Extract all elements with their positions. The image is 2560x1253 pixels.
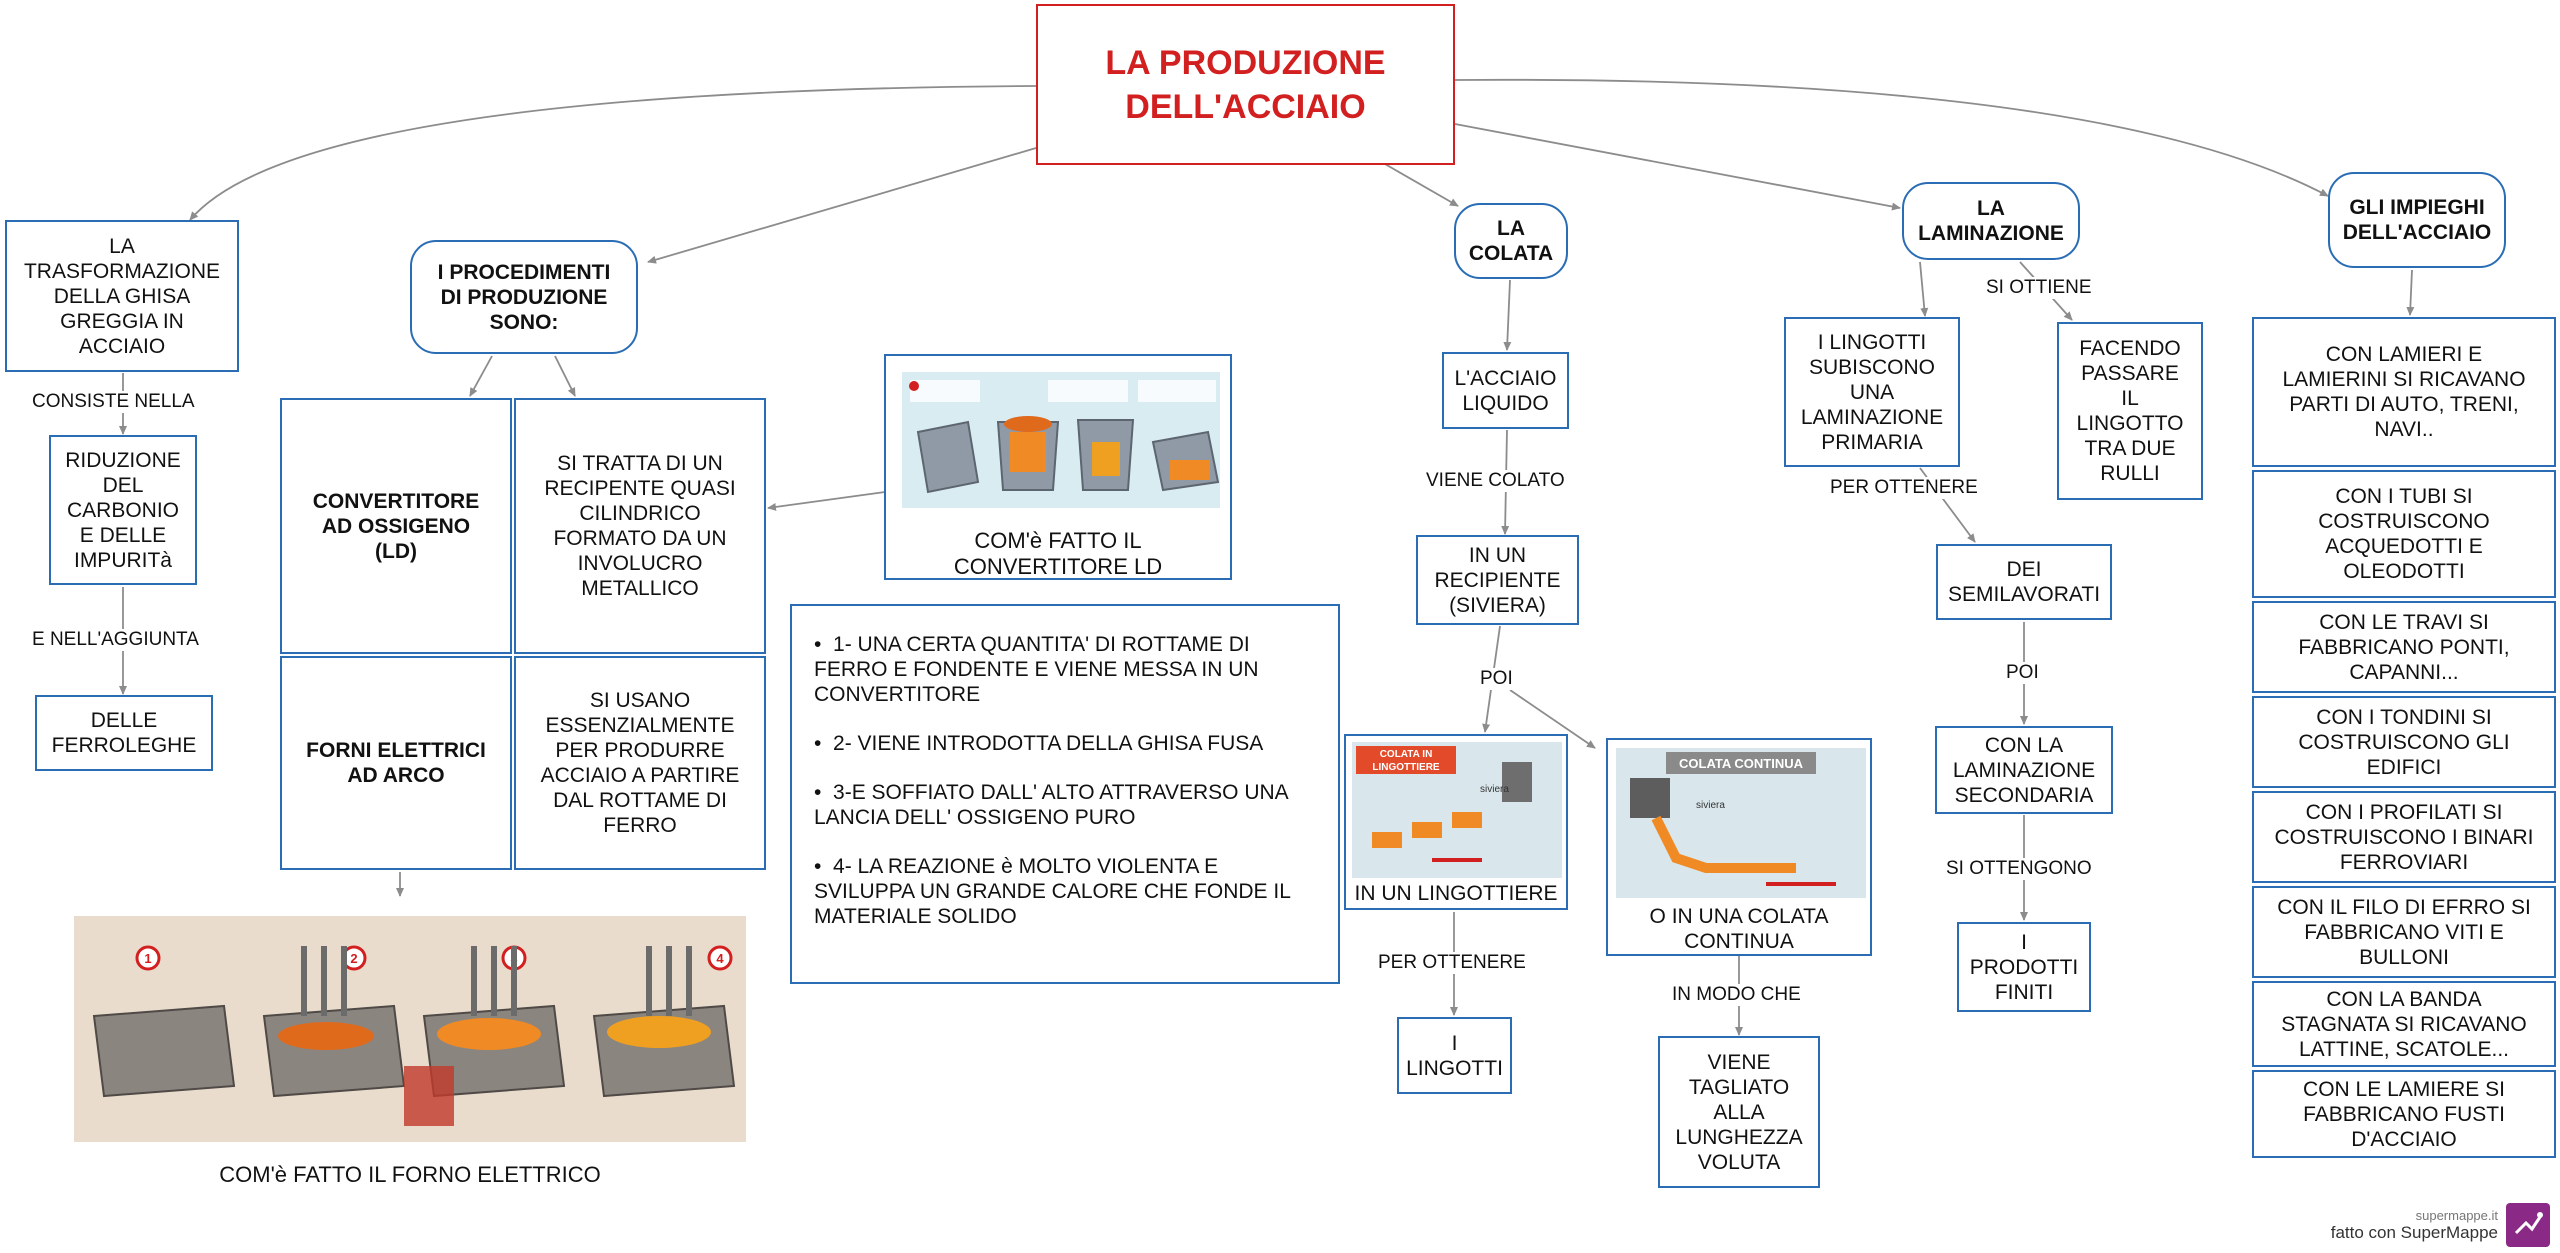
- image-forno-elettrico: 1 2 3 4: [74, 916, 746, 1142]
- edge-impieghi-list: [2406, 269, 2415, 316]
- lingottiere-tag-2: LINGOTTIERE: [1372, 762, 1440, 773]
- footer-site[interactable]: supermappe.it: [2415, 1207, 2498, 1223]
- step-3-text: 3-E SOFFIATO DALL' ALTO ATTRAVERSO UNA L…: [814, 781, 1288, 829]
- node-procedimenti: I PROCEDIMENTI DI PRODUZIONE SONO:: [410, 240, 638, 354]
- node-tagliato: VIENE TAGLIATO ALLA LUNGHEZZA VOLUTA: [1658, 1036, 1820, 1188]
- forno-step-1: 1: [144, 951, 151, 966]
- label-per-ottenere-1: PER OTTENERE: [1376, 952, 1528, 974]
- edge-title-procedimenti: [647, 147, 1037, 264]
- logo-mark: [2514, 1212, 2543, 1235]
- convertitore-illustration: [902, 372, 1220, 508]
- edge-siviera-continua: [1509, 689, 1596, 749]
- step-2-text: 2- VIENE INTRODOTTA DELLA GHISA FUSA: [833, 732, 1264, 755]
- node-riduzione: RIDUZIONE DEL CARBONIO E DELLE IMPURITà: [49, 435, 197, 585]
- edge-procedimenti-recipiente: [554, 355, 576, 397]
- step-item: • 3-E SOFFIATO DALL' ALTO ATTRAVERSO UNA…: [814, 781, 1288, 829]
- node-semilavorati: DEI SEMILAVORATI: [1936, 544, 2112, 620]
- edge-image-recipiente: [767, 491, 886, 511]
- label-viene-colato: VIENE COLATO: [1424, 470, 1567, 492]
- node-facendo-passare: FACENDO PASSARE IL LINGOTTO TRA DUE RULL…: [2057, 322, 2203, 500]
- step-item: • 1- UNA CERTA QUANTITA' DI ROTTAME DI F…: [814, 633, 1259, 706]
- footer-made-with: fatto con SuperMappe: [2330, 1222, 2498, 1242]
- edge-title-colata: [1384, 163, 1459, 207]
- node-laminazione-secondaria: CON LA LAMINAZIONE SECONDARIA: [1935, 726, 2113, 814]
- lingottiere-illustration: COLATA IN LINGOTTIERE siviera: [1352, 742, 1562, 878]
- node-trasformazione: LA TRASFORMAZIONE DELLA GHISA GREGGIA IN…: [5, 220, 239, 372]
- node-si-usano: SI USANO ESSENZIALMENTE PER PRODURRE ACC…: [514, 656, 766, 870]
- image-convertitore-ld: COM'è FATTO IL CONVERTITORE LD: [884, 354, 1232, 580]
- image-colata-continua: COLATA CONTINUA siviera O IN UNA COLATA …: [1606, 738, 1872, 956]
- edge-laminazione-subiscono: [1919, 261, 1929, 317]
- label-e-nell-aggiunta: E NELL'AGGIUNTA: [30, 629, 201, 651]
- node-siviera: IN UN RECIPIENTE (SIVIERA): [1416, 535, 1579, 625]
- lingottiere-siviera: siviera: [1480, 784, 1509, 795]
- node-convertitore: CONVERTITORE AD OSSIGENO (LD): [280, 398, 512, 654]
- node-prodotti-finiti: I PRODOTTI FINITI: [1957, 922, 2091, 1012]
- label-si-ottengono: SI OTTENGONO: [1944, 858, 2094, 880]
- step-item: • 4- LA REAZIONE è MOLTO VIOLENTA E SVIL…: [814, 855, 1291, 928]
- colata-continua-tag: COLATA CONTINUA: [1679, 756, 1804, 771]
- edge-title-impieghi: [1454, 78, 2329, 197]
- continua-siviera: siviera: [1696, 800, 1725, 811]
- supermappe-logo-icon: [2506, 1203, 2550, 1247]
- label-poi-1: POI: [1478, 668, 1515, 690]
- edge-title-trasformazione: [189, 85, 1037, 221]
- forno-step-4: 4: [716, 951, 724, 966]
- node-forni: FORNI ELETTRICI AD ARCO: [280, 656, 512, 870]
- node-impiego-6: CON IL FILO DI EFRRO SI FABBRICANO VITI …: [2252, 886, 2556, 978]
- lingottiere-tag-1: COLATA IN: [1380, 749, 1433, 760]
- label-poi-2: POI: [2004, 662, 2041, 684]
- label-si-ottiene: SI OTTIENE: [1984, 277, 2094, 299]
- caption-convertitore-ld: COM'è FATTO IL CONVERTITORE LD: [953, 528, 1163, 579]
- node-ferroleghe: DELLE FERROLEGHE: [35, 695, 213, 771]
- node-impiego-7: CON LA BANDA STAGNATA SI RICAVANO LATTIN…: [2252, 981, 2556, 1067]
- image-lingottiere: COLATA IN LINGOTTIERE siviera IN UN LING…: [1344, 734, 1568, 910]
- label-consiste-nella: CONSISTE NELLA: [30, 391, 197, 413]
- edge-colata-acciaio: [1503, 279, 1512, 351]
- caption-forno-elettrico: COM'è FATTO IL FORNO ELETTRICO: [219, 1162, 601, 1187]
- node-impiego-5: CON I PROFILATI SI COSTRUISCONO I BINARI…: [2252, 791, 2556, 883]
- node-colata: LA COLATA: [1454, 203, 1568, 279]
- node-impieghi: GLI IMPIEGHI DELL'ACCIAIO: [2328, 172, 2506, 268]
- node-acciaio-liquido: L'ACCIAIO LIQUIDO: [1442, 352, 1569, 429]
- label-in-modo-che: IN MODO CHE: [1670, 984, 1803, 1006]
- map-title: LA PRODUZIONE DELL'ACCIAIO: [1036, 4, 1455, 165]
- colata-continua-illustration: COLATA CONTINUA siviera: [1616, 748, 1866, 898]
- forno-illustration: 1 2 3 4: [74, 916, 746, 1142]
- node-laminazione: LA LAMINAZIONE: [1902, 182, 2080, 260]
- forno-step-2: 2: [350, 951, 357, 966]
- step-item: • 2- VIENE INTRODOTTA DELLA GHISA FUSA: [814, 732, 1264, 755]
- node-impiego-1: CON LAMIERI E LAMIERINI SI RICAVANO PART…: [2252, 317, 2556, 467]
- footer-branding: supermappe.it fatto con SuperMappe: [2331, 1203, 2550, 1247]
- node-lingotti: I LINGOTTI: [1397, 1017, 1512, 1094]
- caption-colata-continua: O IN UNA COLATA CONTINUA: [1649, 905, 1829, 953]
- node-impiego-3: CON LE TRAVI SI FABBRICANO PONTI, CAPANN…: [2252, 601, 2556, 693]
- node-lingotti-subiscono: I LINGOTTI SUBISCONO UNA LAMINAZIONE PRI…: [1784, 317, 1960, 467]
- steps-box: • 1- UNA CERTA QUANTITA' DI ROTTAME DI F…: [790, 604, 1340, 984]
- step-1-text: 1- UNA CERTA QUANTITA' DI ROTTAME DI FER…: [814, 633, 1259, 706]
- edge-title-laminazione: [1454, 123, 1901, 211]
- edge-procedimenti-convertitore: [469, 355, 493, 397]
- label-per-ottenere-2: PER OTTENERE: [1828, 477, 1980, 499]
- node-impiego-4: CON I TONDINI SI COSTRUISCONO GLI EDIFIC…: [2252, 696, 2556, 788]
- node-impiego-8: CON LE LAMIERE SI FABBRICANO FUSTI D'ACC…: [2252, 1070, 2556, 1158]
- caption-lingottiere: IN UN LINGOTTIERE: [1354, 882, 1558, 905]
- step-4-text: 4- LA REAZIONE è MOLTO VIOLENTA E SVILUP…: [814, 855, 1291, 928]
- node-recipiente-cilindrico: SI TRATTA DI UN RECIPENTE QUASI CILINDRI…: [514, 398, 766, 654]
- node-impiego-2: CON I TUBI SI COSTRUISCONO ACQUEDOTTI E …: [2252, 470, 2556, 598]
